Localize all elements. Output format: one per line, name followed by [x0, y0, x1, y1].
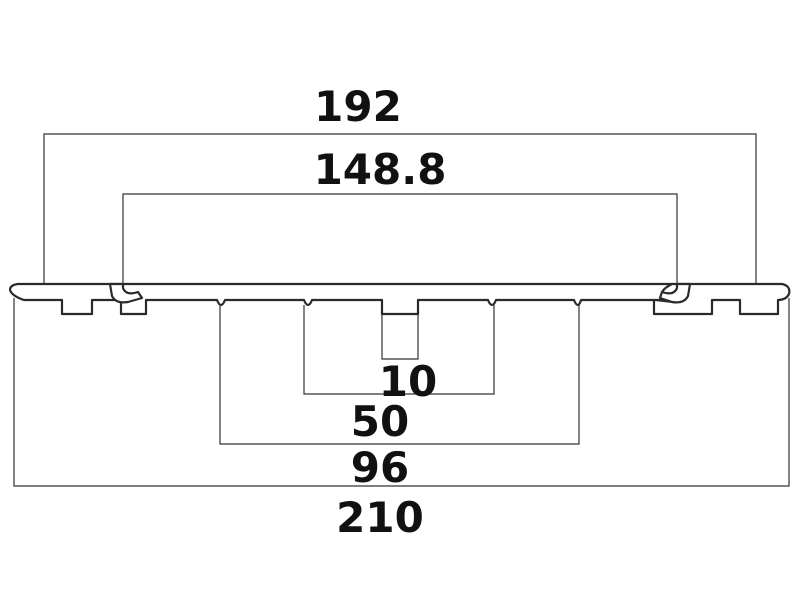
dimension-brackets: [13, 133, 790, 487]
dimension-bracket-210: [13, 298, 790, 487]
dimension-label-96: 96: [351, 443, 409, 492]
dimension-bracket-50: [303, 305, 495, 395]
dimension-label-192: 192: [314, 82, 402, 131]
dimension-label-210: 210: [336, 493, 424, 542]
left-tongue: [108, 282, 144, 304]
board-profile: [8, 282, 791, 316]
dimension-label-10: 10: [379, 357, 437, 406]
dimension-bracket-192: [43, 133, 757, 284]
dimension-bracket-96: [219, 305, 580, 445]
dimension-bracket-148-8: [122, 193, 678, 284]
right-tongue: [658, 282, 692, 304]
dimension-label-148-8: 148.8: [314, 145, 447, 194]
dimension-label-50: 50: [351, 397, 409, 446]
dimension-labels: 192 148.8 10 50 96 210: [314, 82, 447, 542]
dimension-bracket-10: [381, 300, 419, 360]
